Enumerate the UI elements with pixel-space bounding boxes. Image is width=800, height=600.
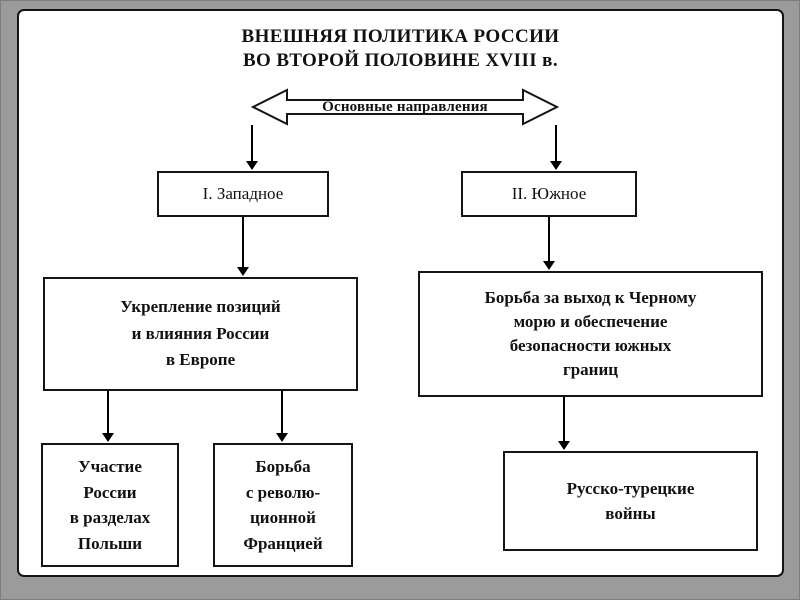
title-line-2: ВО ВТОРОЙ ПОЛОВИНЕ XVIII в. <box>242 49 558 71</box>
connector-south-wars <box>558 397 570 450</box>
france-line-4: Францией <box>243 533 323 553</box>
box-west-goal: Укрепление позиций и влияния России в Ев… <box>43 277 358 391</box>
south-goal-line-4: границ <box>562 359 619 379</box>
double-arrow-icon <box>251 88 559 126</box>
south-goal-line-3: безопасности южных <box>509 336 672 355</box>
poland-line-4: Польши <box>77 533 143 553</box>
wars-line-2: войны <box>605 504 656 523</box>
western-direction-label: I. Западное <box>202 184 284 203</box>
poland-line-2: России <box>83 482 137 502</box>
west-goal-line-3: в Европе <box>165 350 236 370</box>
box-southern-direction: II. Южное <box>461 171 637 217</box>
south-goal-line-2: морю и обеспечение <box>513 312 668 332</box>
box-poland-partitions: Участие России в разделах Польши <box>41 443 179 567</box>
poland-line-3: в разделах <box>69 508 151 527</box>
france-line-2: с револю- <box>245 482 321 502</box>
france-line-1: Борьба <box>255 457 311 476</box>
south-goal-line-1: Борьба за выход к Черному <box>484 288 697 308</box>
title-line-1: ВНЕШНЯЯ ПОЛИТИКА РОССИИ <box>241 26 560 47</box>
box-russo-turkish-wars: Русско-турецкие войны <box>503 451 758 551</box>
box-western-direction: I. Западное <box>157 171 329 217</box>
connector-west-poland <box>102 391 114 442</box>
france-line-3: ционной <box>250 508 316 527</box>
connector-west-france <box>276 391 288 442</box>
connector-south-goal <box>543 217 555 270</box>
west-goal-line-1: Укрепление позиций <box>120 297 281 317</box>
southern-direction-label: II. Южное <box>511 184 587 203</box>
banner-label: Основные направления <box>322 98 488 115</box>
connector-banner-south <box>550 125 562 170</box>
main-directions-banner: Основные направления <box>251 87 559 127</box>
poland-line-1: Участие <box>78 457 142 476</box>
connector-banner-west <box>246 125 258 170</box>
diagram-title: ВНЕШНЯЯ ПОЛИТИКА РОССИИ ВО ВТОРОЙ ПОЛОВИ… <box>19 25 782 73</box>
connector-west-goal <box>237 217 249 276</box>
wars-line-1: Русско-турецкие <box>566 478 695 498</box>
box-south-goal: Борьба за выход к Черному морю и обеспеч… <box>418 271 763 397</box>
box-revolutionary-france: Борьба с револю- ционной Францией <box>213 443 353 567</box>
west-goal-line-2: и влияния России <box>131 323 270 343</box>
diagram-panel: ВНЕШНЯЯ ПОЛИТИКА РОССИИ ВО ВТОРОЙ ПОЛОВИ… <box>17 9 784 577</box>
